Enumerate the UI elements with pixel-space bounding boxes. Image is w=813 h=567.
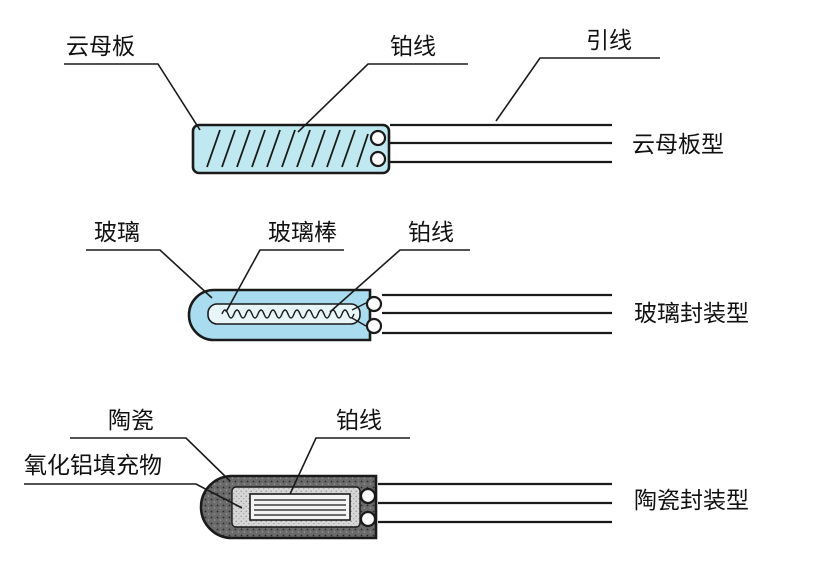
mica-plate-label: 云母板 <box>66 34 135 60</box>
glass-lead-wires <box>382 293 612 335</box>
glass-rod-label: 玻璃棒 <box>268 220 337 246</box>
glass-terminal-bottom <box>365 317 383 335</box>
ceramic-leader-lines <box>24 437 410 509</box>
ceramic-platinum-coil <box>249 493 351 521</box>
ceramic-terminal-top <box>359 487 377 505</box>
ceramic-coil-lines <box>254 499 346 516</box>
mica-type-label: 云母板型 <box>632 132 724 158</box>
glass-rod <box>207 303 361 325</box>
ceramic-sensor <box>24 437 612 540</box>
glass-sensor <box>86 249 612 342</box>
alumina-filler-label: 氧化铝填充物 <box>24 453 162 479</box>
mica-leader-lines <box>64 57 660 133</box>
glass-type-label: 玻璃封装型 <box>634 301 749 327</box>
mica-platinum-wire-label: 铂线 <box>390 34 436 60</box>
glass-platinum-wire-label: 铂线 <box>408 220 454 246</box>
mica-coil-windings <box>206 129 369 168</box>
ceramic-platinum-wire-label: 铂线 <box>336 408 382 434</box>
ceramic-label: 陶瓷 <box>108 408 154 434</box>
ceramic-type-label: 陶瓷封装型 <box>634 488 749 514</box>
glass-leader-lines <box>86 249 470 313</box>
ceramic-terminal-bottom <box>359 510 377 528</box>
glass-label: 玻璃 <box>94 220 140 246</box>
mica-lead-wire-label: 引线 <box>586 28 632 54</box>
mica-terminal-top <box>369 129 387 147</box>
glass-terminal-top <box>365 295 383 313</box>
mica-lead-wires <box>390 123 612 164</box>
ceramic-lead-wires <box>378 482 612 524</box>
mica-terminal-bottom <box>369 150 387 168</box>
mica-plate-sensor <box>64 57 660 175</box>
mica-plate-body <box>191 123 391 175</box>
